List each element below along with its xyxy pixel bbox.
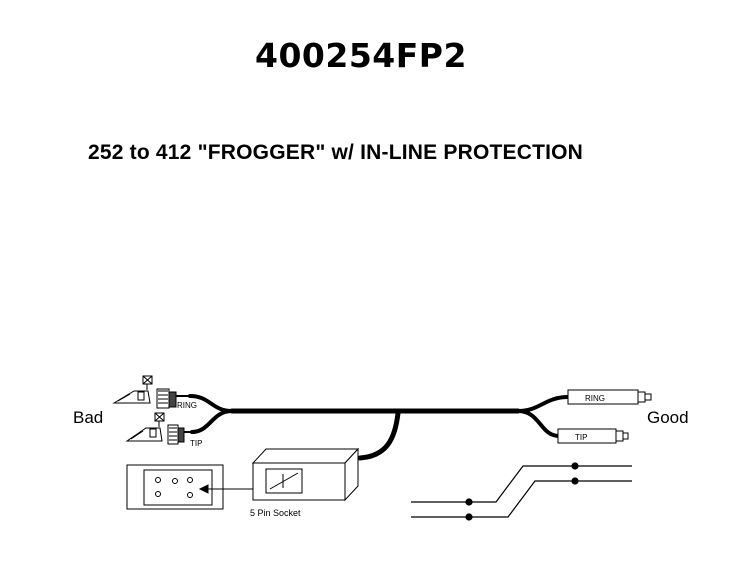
five-pin-socket-plate [126, 464, 224, 510]
bad-ring-label: RING [177, 401, 197, 410]
bad-tip-clip [125, 412, 192, 445]
diagram-subtitle: 252 to 412 "FROGGER" w/ IN-LINE PROTECTI… [88, 141, 584, 164]
good-tip-label: TIP [575, 433, 587, 442]
frog-schematic-nodes [465, 462, 579, 521]
protection-unit [251, 447, 360, 502]
socket-arrow [198, 484, 253, 494]
good-label: Good [647, 408, 689, 427]
frog-schematic [411, 465, 632, 518]
good-ring-label: RING [585, 394, 605, 403]
bad-tip-label: TIP [190, 439, 202, 448]
good-tip-plug [557, 428, 629, 444]
good-ring-plug [567, 389, 652, 405]
bad-label: Bad [73, 408, 103, 427]
part-number-title: 400254FP2 [255, 36, 467, 75]
bad-ring-clip [112, 375, 190, 409]
socket-label: 5 Pin Socket [250, 508, 301, 518]
main-cable [188, 394, 570, 461]
